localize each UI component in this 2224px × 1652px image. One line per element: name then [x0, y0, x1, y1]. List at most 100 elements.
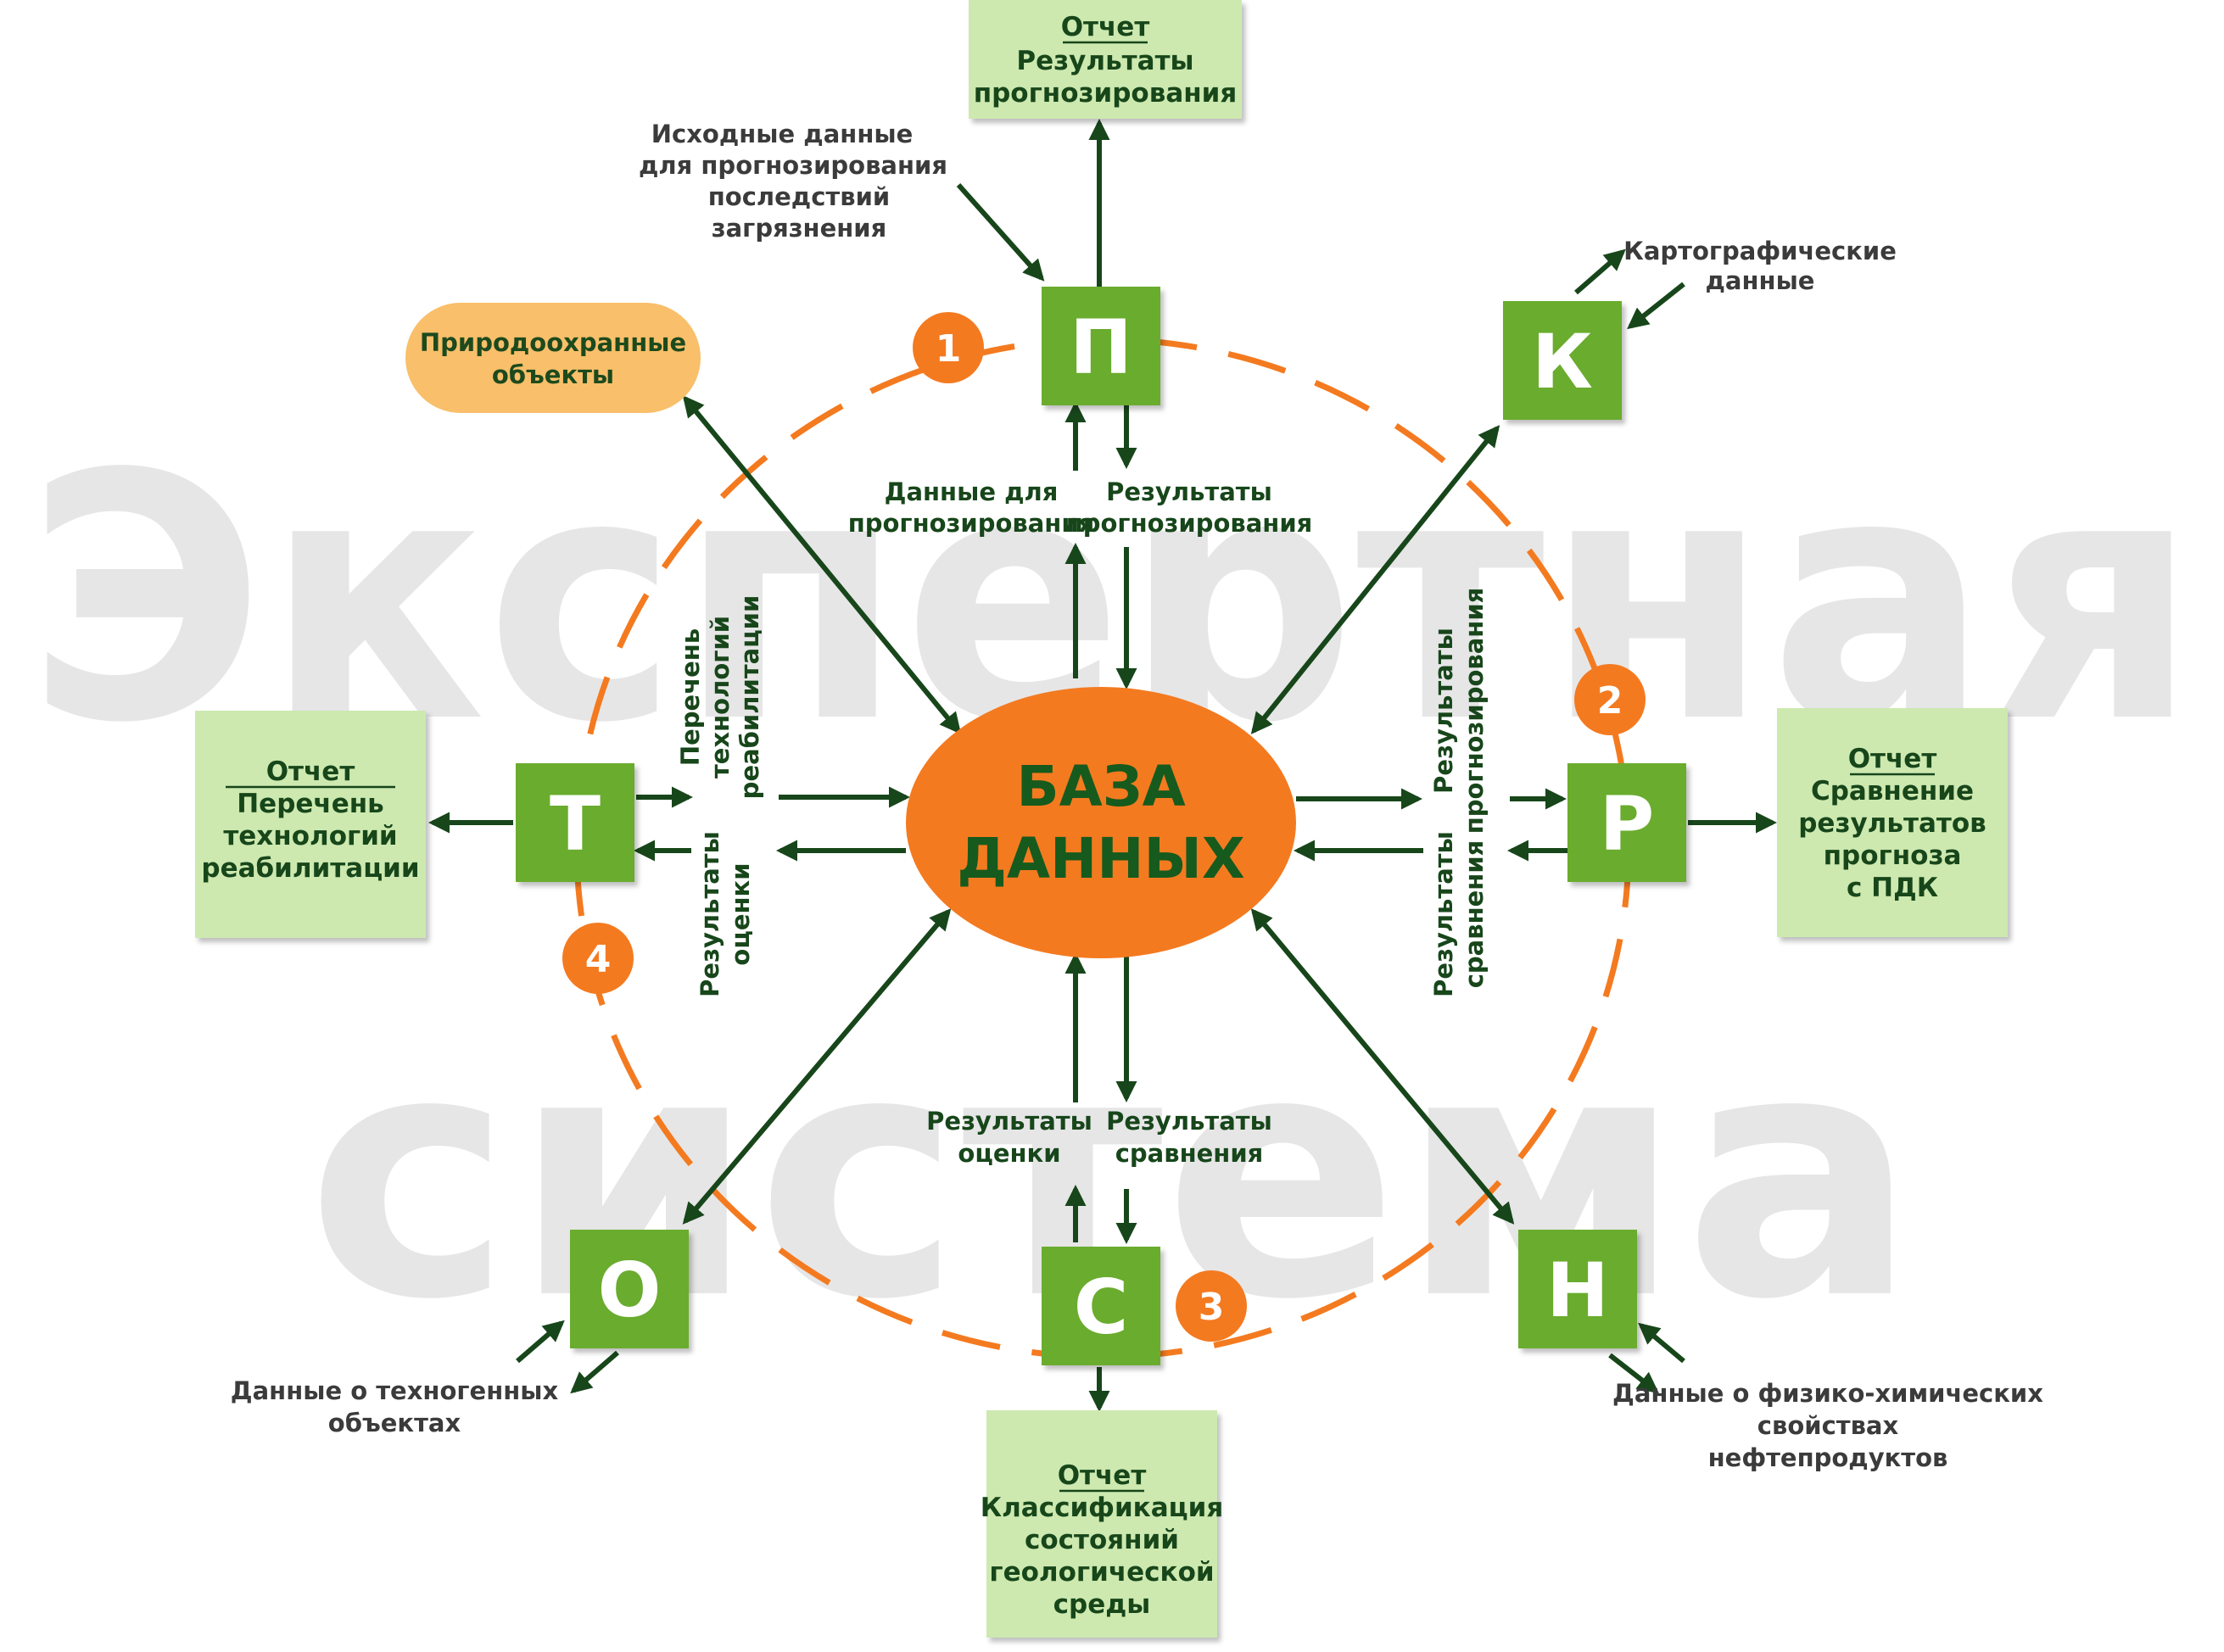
- label-tech-list-line1: Перечень: [676, 628, 705, 766]
- node-o: О: [570, 1230, 689, 1348]
- label-forecast-data: Данные для прогнозирования: [848, 477, 1095, 538]
- label-tech-list-line3: реабилитации: [735, 595, 764, 800]
- stage-4-number: 4: [585, 938, 612, 981]
- report-bottom-line4: среды: [1053, 1589, 1151, 1620]
- nature-objects: Природоохранные объекты: [405, 303, 701, 413]
- label-tech-list-line2: технологий: [706, 616, 735, 779]
- node-r: Р: [1567, 763, 1686, 882]
- node-n: Н: [1518, 1230, 1637, 1348]
- label-initial-data-line3: последствий: [708, 182, 890, 211]
- label-eval-results-bottom-line1: Результаты: [926, 1107, 1092, 1136]
- label-initial-data-line1: Исходные данные: [651, 120, 914, 148]
- report-left: Отчет Перечень технологий реабилитации: [195, 711, 426, 938]
- report-top: Отчет Результаты прогнозирования: [969, 0, 1242, 119]
- report-bottom-line2: состояний: [1025, 1525, 1179, 1555]
- report-right-line4: с ПДК: [1847, 873, 1938, 903]
- node-p: П: [1042, 287, 1160, 405]
- label-compare-results-right: Результаты сравнения: [1429, 831, 1489, 997]
- stage-2-number: 2: [1597, 679, 1623, 723]
- label-forecast-data-line2: прогнозирования: [848, 509, 1095, 538]
- label-forecast-data-line1: Данные для: [885, 477, 1059, 506]
- node-o-letter: О: [598, 1247, 662, 1334]
- report-left-line3: реабилитации: [201, 853, 419, 884]
- node-r-letter: Р: [1600, 780, 1655, 868]
- arrow-o-in: [570, 1350, 619, 1394]
- node-s: С: [1042, 1247, 1160, 1365]
- report-top-line2: прогнозирования: [974, 78, 1238, 109]
- stage-3-number: 3: [1199, 1286, 1225, 1329]
- label-eval-results-left: Результаты оценки: [696, 831, 755, 997]
- node-k-letter: К: [1532, 318, 1593, 405]
- arrow-k-db: [1250, 425, 1500, 734]
- arrows: [427, 118, 1778, 1413]
- node-t: Т: [516, 763, 634, 882]
- report-left-title: Отчет: [266, 756, 355, 787]
- report-bottom-title: Отчет: [1058, 1460, 1147, 1491]
- label-physchem-line1: Данные о физико-химических: [1612, 1379, 2043, 1408]
- report-right-line2: результатов: [1798, 808, 1987, 839]
- label-cartographic-line2: данные: [1706, 266, 1815, 295]
- report-top-title: Отчет: [1061, 12, 1150, 42]
- arrow-initial-data: [956, 183, 1045, 282]
- label-technogenic-line2: объектах: [328, 1409, 461, 1437]
- nature-objects-line2: объекты: [492, 360, 614, 389]
- label-eval-results-left-line2: оценки: [726, 862, 755, 965]
- arrow-k-in: [1627, 282, 1685, 330]
- arrow-o-out: [516, 1320, 565, 1364]
- arrow-nature-db: [682, 395, 962, 734]
- node-p-letter: П: [1070, 304, 1132, 391]
- arrow-k-out: [1574, 248, 1626, 295]
- arrow-h-in: [1638, 1322, 1685, 1364]
- label-technogenic-line1: Данные о техногенных: [231, 1376, 559, 1405]
- database-ellipse: [906, 687, 1296, 958]
- label-compare-results-bottom-line1: Результаты: [1106, 1107, 1272, 1136]
- report-right: Отчет Сравнение результатов прогноза с П…: [1777, 708, 2008, 937]
- label-compare-results-bottom-line2: сравнения: [1115, 1139, 1264, 1168]
- report-top-line1: Результаты: [1016, 46, 1193, 76]
- stage-2: 2: [1574, 664, 1646, 735]
- label-technogenic: Данные о техногенных объектах: [231, 1376, 559, 1437]
- label-initial-data: Исходные данные для прогнозирования посл…: [639, 120, 947, 243]
- stage-1: 1: [913, 312, 984, 383]
- node-s-letter: С: [1074, 1264, 1129, 1351]
- label-forecast-results-right: Результаты прогнозирования: [1429, 588, 1489, 834]
- stage-4: 4: [562, 923, 634, 994]
- report-right-line3: прогноза: [1824, 840, 1962, 871]
- database-label-line1: БАЗА: [1016, 754, 1185, 819]
- node-k: К: [1503, 301, 1622, 420]
- label-physchem: Данные о физико-химических свойствах неф…: [1612, 1379, 2043, 1472]
- stage-3: 3: [1176, 1270, 1247, 1342]
- report-bottom-line1: Классификация: [981, 1493, 1223, 1523]
- report-right-title: Отчет: [1848, 744, 1937, 774]
- nature-objects-line1: Природоохранные: [420, 328, 686, 357]
- label-physchem-line2: свойствах: [1757, 1411, 1899, 1440]
- label-eval-results-bottom-line2: оценки: [958, 1139, 1060, 1168]
- label-forecast-results-top-line2: прогнозирования: [1066, 509, 1313, 538]
- label-compare-results-right-line2: сравнения: [1460, 840, 1489, 989]
- label-initial-data-line4: загрязнения: [712, 214, 886, 243]
- database-label-line2: ДАННЫХ: [957, 826, 1245, 891]
- report-bottom-line3: геологической: [989, 1557, 1214, 1588]
- arrow-h-out: [1608, 1353, 1659, 1394]
- label-forecast-results-right-line2: прогнозирования: [1460, 588, 1489, 834]
- label-initial-data-line2: для прогнозирования: [639, 151, 947, 180]
- label-cartographic-line1: Картографические: [1623, 237, 1897, 265]
- arrow-o-db: [682, 908, 952, 1225]
- label-eval-results-bottom: Результаты оценки: [926, 1107, 1092, 1168]
- label-eval-results-left-line1: Результаты: [696, 831, 724, 997]
- label-compare-results-right-line1: Результаты: [1429, 831, 1458, 997]
- label-tech-list: Перечень технологий реабилитации: [676, 595, 764, 800]
- report-right-line1: Сравнение: [1811, 776, 1974, 806]
- arrow-h-db: [1250, 908, 1515, 1225]
- report-left-line2: технологий: [223, 821, 397, 851]
- node-n-letter: Н: [1546, 1247, 1609, 1334]
- label-compare-results-bottom: Результаты сравнения: [1106, 1107, 1272, 1168]
- label-forecast-results-top: Результаты прогнозирования: [1066, 477, 1313, 538]
- label-forecast-results-top-line1: Результаты: [1106, 477, 1272, 506]
- report-left-line1: Перечень: [237, 789, 384, 819]
- label-physchem-line3: нефтепродуктов: [1708, 1443, 1948, 1472]
- node-t-letter: Т: [550, 780, 601, 868]
- label-cartographic: Картографические данные: [1623, 237, 1897, 295]
- label-forecast-results-right-line1: Результаты: [1429, 628, 1458, 794]
